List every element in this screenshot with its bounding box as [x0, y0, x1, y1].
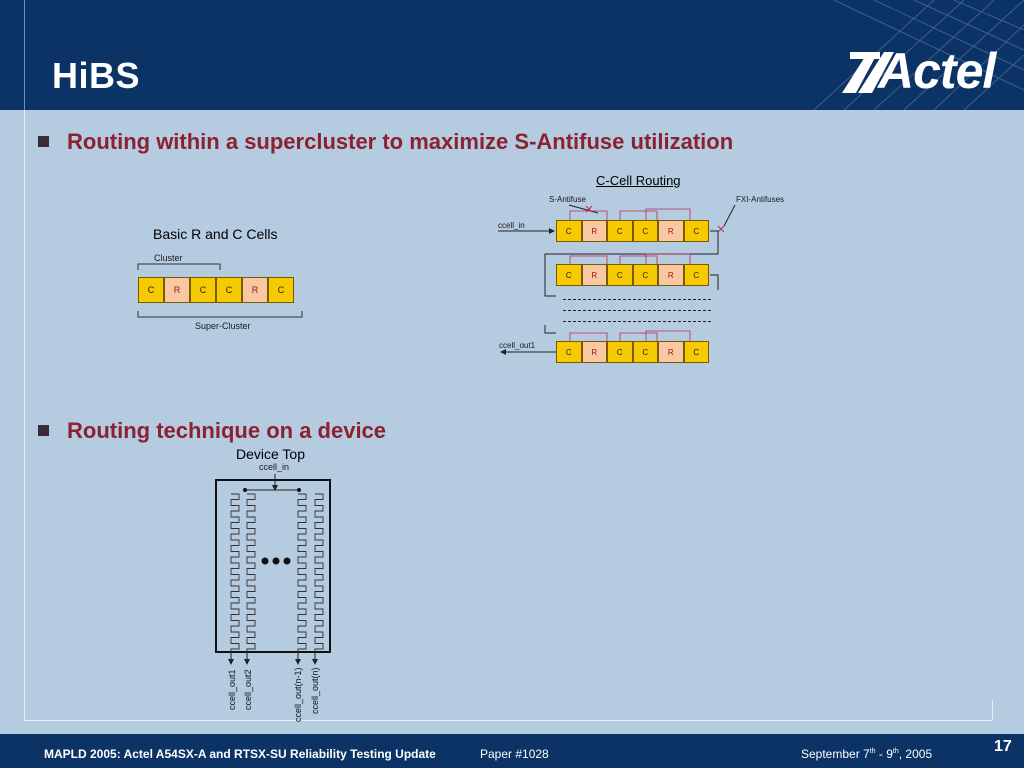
continuation-dash-2: [563, 310, 711, 311]
device-out-label-3: ccell_out(n-1): [293, 667, 303, 722]
bottom-divider: [24, 720, 992, 721]
device-out-label-2: ccell_out2: [243, 669, 253, 710]
r-cell: R: [581, 341, 607, 363]
bullet-square-icon: [38, 424, 49, 436]
r-cell: R: [242, 277, 268, 303]
c-cell: C: [556, 220, 582, 242]
c-cell: C: [683, 264, 709, 286]
device-top-title: Device Top: [236, 446, 306, 462]
basic-cells-title: Basic R and C Cells: [153, 226, 278, 242]
c-cell: C: [632, 220, 658, 242]
bullet-1: Routing within a supercluster to maximiz…: [38, 129, 733, 155]
actel-logo-text: Actel: [878, 43, 996, 99]
header-divider: [24, 0, 25, 110]
footer-date-sup1: th: [869, 748, 876, 755]
r-cell: R: [581, 264, 607, 286]
c-cell: C: [190, 277, 216, 303]
c-cell: C: [683, 220, 709, 242]
serpentine-trace: [246, 493, 256, 655]
left-divider: [24, 110, 25, 720]
c-cell: C: [607, 220, 633, 242]
r-cell: R: [658, 341, 684, 363]
footer-date-prefix: September 7: [801, 747, 870, 761]
c-cell: C: [632, 264, 658, 286]
footer-paper-number: Paper #1028: [480, 747, 549, 761]
c-cell: C: [556, 264, 582, 286]
footer-date-sup2: th: [892, 748, 899, 755]
slide-title: HiBS: [52, 55, 141, 96]
ccell-out1-label: ccell_out1: [499, 341, 536, 350]
device-out-label-4: ccell_out(n): [310, 667, 320, 714]
c-cell: C: [632, 341, 658, 363]
ccell-routing-title: C-Cell Routing: [596, 173, 681, 188]
c-cell: C: [556, 341, 582, 363]
slide-footer: MAPLD 2005: Actel A54SX-A and RTSX-SU Re…: [0, 734, 1024, 768]
continuation-dash-3: [563, 321, 711, 322]
page-number: 17: [994, 738, 1012, 755]
device-ccell-in-label: ccell_in: [259, 462, 290, 472]
c-cell: C: [216, 277, 242, 303]
device-out-label-1: ccell_out1: [227, 669, 237, 710]
r-cell: R: [658, 220, 684, 242]
footer-date-mid: - 9: [875, 747, 893, 761]
footer-date-suffix: , 2005: [898, 747, 933, 761]
r-cell: R: [164, 277, 190, 303]
footer-date: September 7th - 9th, 2005: [801, 747, 932, 761]
r-cell: R: [581, 220, 607, 242]
bullet-2: Routing technique on a device: [38, 418, 386, 444]
bullet-square-icon: [38, 135, 49, 147]
c-cell: C: [607, 341, 633, 363]
s-antifuse-label: S-Antifuse: [549, 195, 586, 204]
continuation-dash-1: [563, 299, 711, 300]
bullet-2-text: Routing technique on a device: [67, 418, 387, 443]
cluster-label: Cluster: [154, 253, 183, 263]
c-cell: C: [607, 264, 633, 286]
c-cell: C: [683, 341, 709, 363]
ccell-in-label: ccell_in: [498, 221, 525, 230]
bullet-1-text: Routing within a supercluster to maximiz…: [67, 129, 734, 154]
supercluster-label: Super-Cluster: [195, 321, 251, 331]
actel-logo-icon: [842, 52, 894, 93]
serpentine-trace: [297, 493, 307, 655]
footer-conference: MAPLD 2005: Actel A54SX-A and RTSX-SU Re…: [44, 747, 436, 761]
serpentine-trace: [230, 493, 240, 655]
corner-divider: [992, 700, 993, 720]
c-cell: C: [268, 277, 294, 303]
serpentine-trace: [314, 493, 324, 655]
c-cell: C: [138, 277, 164, 303]
r-cell: R: [658, 264, 684, 286]
fxi-antifuses-label: FXI-Antifuses: [736, 195, 785, 204]
